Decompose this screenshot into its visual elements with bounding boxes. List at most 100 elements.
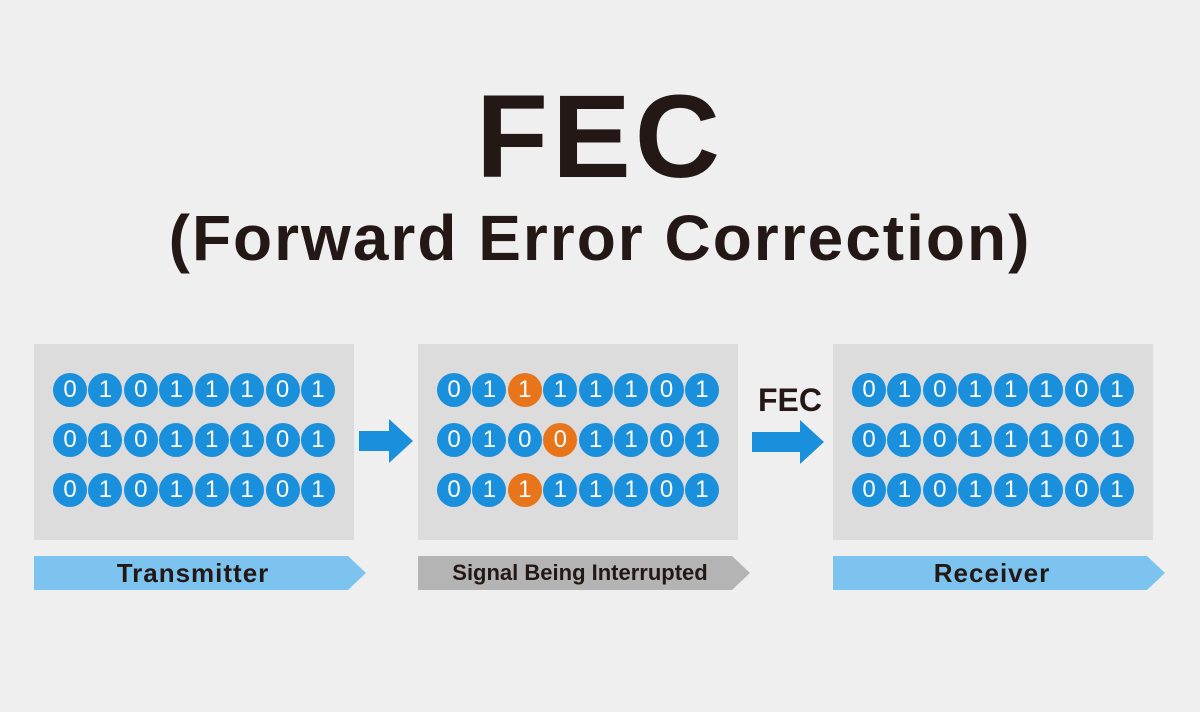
bit: 0 [852,473,886,507]
bit: 1 [993,423,1028,457]
bit: 1 [230,373,265,407]
bit: 1 [887,473,922,507]
transmitter-label-bar: Transmitter [34,556,368,590]
bit: 1 [88,423,123,457]
error-bit: 1 [507,373,542,407]
bit: 1 [614,473,649,507]
bit: 1 [684,473,719,507]
interrupted-label-bar: Signal Being Interrupted [418,556,752,590]
diagram-subtitle: (Forward Error Correction) [168,202,1032,274]
error-bit: 1 [507,473,542,507]
bit: 0 [1064,423,1099,457]
bit: 0 [53,423,87,457]
bit: 0 [437,473,471,507]
bit: 1 [614,423,649,457]
bit: 1 [194,473,229,507]
bit: 1 [993,473,1028,507]
bit: 0 [507,423,542,457]
bit: 1 [230,473,265,507]
bit: 1 [1029,423,1064,457]
bit: 1 [543,473,578,507]
fec-arrow-label: FEC [758,382,822,418]
bit: 0 [649,473,684,507]
bit: 1 [88,473,123,507]
bit: 1 [1099,473,1134,507]
bit: 0 [437,373,471,407]
fec-right-arrow-icon [752,420,824,464]
error-bit: 0 [543,423,578,457]
bit: 1 [887,373,922,407]
bit: 1 [159,423,194,457]
bit: 0 [265,473,300,507]
bit: 1 [958,373,993,407]
bit: 1 [578,423,613,457]
bit: 1 [614,373,649,407]
bit: 1 [993,373,1028,407]
bit: 0 [922,473,957,507]
bit: 0 [1064,473,1099,507]
bit: 1 [300,373,335,407]
label-chevron-shape [418,556,750,590]
bit: 0 [649,423,684,457]
bit: 1 [578,473,613,507]
label-chevron-shape [34,556,366,590]
bit: 0 [922,373,957,407]
bit: 1 [543,373,578,407]
bit: 0 [1064,373,1099,407]
bit: 0 [265,373,300,407]
bit: 1 [159,373,194,407]
bit: 1 [159,473,194,507]
bit: 0 [53,473,87,507]
transmitter-label: Transmitter [116,558,270,588]
bit: 1 [472,423,507,457]
bit: 1 [958,423,993,457]
bit: 0 [265,423,300,457]
bit: 1 [194,373,229,407]
bit: 0 [123,373,158,407]
diagram-title: FEC [476,71,724,203]
bit: 1 [88,373,123,407]
right-arrow-icon [359,419,413,463]
bit: 1 [1099,423,1134,457]
receiver-label: Receiver [933,558,1051,588]
bit: 1 [887,423,922,457]
bit: 0 [649,373,684,407]
bit: 0 [123,473,158,507]
bit: 1 [230,423,265,457]
bit: 0 [852,423,886,457]
bit: 1 [578,373,613,407]
bit: 1 [1099,373,1134,407]
bit: 0 [437,423,471,457]
bit: 0 [922,423,957,457]
bit: 1 [300,473,335,507]
bit: 1 [194,423,229,457]
bit: 1 [958,473,993,507]
bit: 0 [53,373,87,407]
label-chevron-shape [833,556,1165,590]
bit: 1 [472,473,507,507]
bit: 1 [1029,373,1064,407]
bit: 0 [852,373,886,407]
bit: 1 [684,373,719,407]
bit: 1 [300,423,335,457]
receiver-label-bar: Receiver [833,556,1167,590]
interrupted-label: Signal Being Interrupted [452,560,708,585]
bit: 1 [684,423,719,457]
bit: 0 [123,423,158,457]
bit: 1 [1029,473,1064,507]
